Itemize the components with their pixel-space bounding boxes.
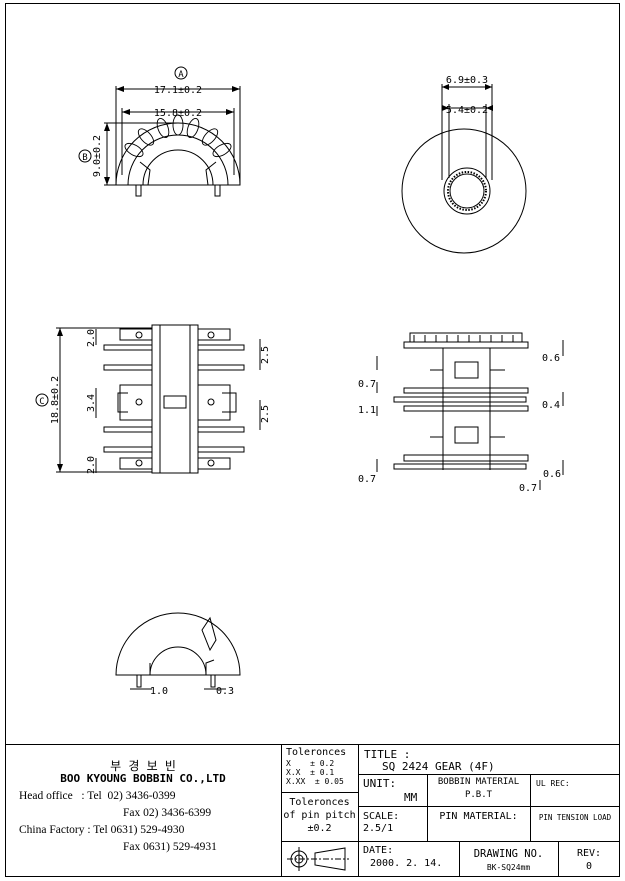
tolerance-xx: X.X ± 0.1	[286, 768, 335, 777]
dim-inner-width: 15.8±0.2	[154, 108, 202, 119]
sheet-border	[5, 3, 620, 877]
dim-side-07b: 0.7	[358, 474, 376, 485]
pitch-tolerance-line2: of pin pitch	[283, 810, 356, 821]
revision-label: REV:	[576, 848, 602, 859]
date-label: DATE:	[363, 845, 394, 856]
dim-side-04: 0.4	[542, 400, 560, 411]
label-a: A	[178, 70, 184, 80]
title-block	[5, 744, 620, 877]
dim-b-height: 9.0±0.2	[92, 135, 103, 177]
front-view	[56, 324, 261, 474]
tolerances-heading: Toleronces	[286, 747, 347, 758]
china-factory-tel: China Factory : Tel 0631) 529-4930	[19, 824, 185, 836]
china-factory-fax: Fax 0631) 529-4931	[123, 841, 217, 853]
pin-material-label: PIN MATERIAL:	[439, 811, 518, 822]
label-b: B	[82, 153, 87, 163]
dim-right-upper: 2.5	[260, 346, 271, 364]
pitch-tolerance-value: ±0.2	[307, 823, 332, 834]
ul-rec-label: UL REC:	[536, 779, 570, 788]
dim-side-07c: 0.7	[519, 483, 537, 494]
tolerance-xxx: X.XX ± 0.05	[286, 777, 344, 786]
pin-tension-load: PIN TENSION LOAD	[538, 813, 612, 822]
side-view	[376, 332, 564, 490]
pitch-tolerance-line1: Toleronces	[289, 797, 350, 808]
title-value: SQ 2424 GEAR (4F)	[382, 760, 495, 773]
dim-pin-width: 1.0	[150, 686, 168, 697]
date-value: 2000. 2. 14.	[370, 858, 443, 869]
dim-side-06b: 0.6	[543, 469, 561, 480]
gear-arc-view	[78, 66, 241, 197]
drawing-number-label: DRAWING NO.	[473, 848, 544, 860]
dim-right-lower: 2.5	[260, 405, 271, 423]
unit-value: MM	[404, 791, 418, 804]
revision-value: 0	[585, 861, 593, 872]
dim-pin-gap: 0.3	[216, 686, 234, 697]
dim-side-07a: 0.7	[358, 379, 376, 390]
company-name-english: BOO KYOUNG BOBBIN CO.,LTD	[60, 772, 226, 785]
company-name-korean: 부 경 보 빈	[110, 759, 176, 773]
scale-label: SCALE:	[363, 811, 400, 822]
dim-a-width: 17.1±0.2	[154, 85, 202, 96]
tolerance-x: X ± 0.2	[286, 759, 335, 768]
unit-label: UNIT:	[363, 777, 397, 790]
label-c: C	[39, 397, 44, 407]
dim-bot-pitch: 2.0	[86, 456, 97, 474]
dim-mid-pitch: 3.4	[86, 394, 97, 412]
bobbin-material-value: P.B.T	[464, 790, 493, 800]
head-office-tel: Head office : Tel 02) 3436-0399	[19, 790, 176, 802]
scale-value: 2.5/1	[363, 823, 394, 834]
dim-side-11: 1.1	[358, 405, 376, 416]
round-top-view	[401, 84, 527, 254]
title-label: TITLE :	[364, 748, 411, 761]
head-office-fax: Fax 02) 3436-6399	[123, 807, 212, 819]
bottom-arc-view	[115, 612, 241, 690]
dim-top-pitch: 2.0	[86, 329, 97, 347]
dim-outer-dia: 6.9±0.3	[446, 75, 488, 86]
dim-c-height: 18.8±0.2	[50, 376, 61, 424]
bobbin-material-label: BOBBIN MATERIAL	[437, 777, 520, 787]
dim-side-06a: 0.6	[542, 353, 560, 364]
drawing-number-value: BK-SQ24mm	[486, 863, 531, 872]
dim-inner-dia: 5.4±0.2	[446, 105, 488, 116]
